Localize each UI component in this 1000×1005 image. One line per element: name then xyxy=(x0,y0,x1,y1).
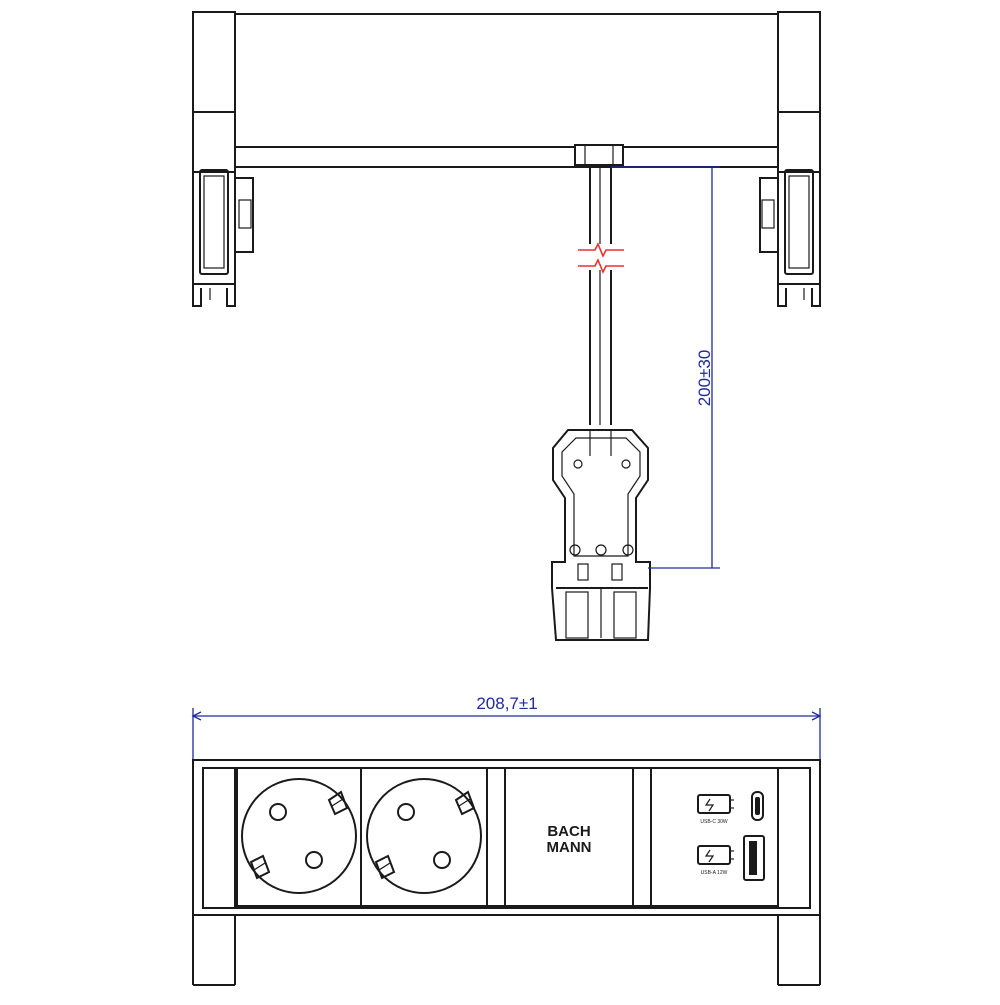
usb-a-charger: USB-A 12W xyxy=(697,835,765,881)
cable-length-label: 200±30 xyxy=(695,350,714,407)
top-view: 200±30 xyxy=(192,11,821,641)
usb-a-port-icon xyxy=(743,835,765,881)
usb-charge-icon xyxy=(697,845,731,865)
brand-logo: BACH MANN xyxy=(547,823,592,856)
left-mounting-bracket xyxy=(192,11,254,307)
width-dimension: 208,7±1 xyxy=(191,694,822,760)
right-mounting-bracket xyxy=(759,11,821,307)
brand-module: BACH MANN xyxy=(486,767,652,907)
power-socket-icon xyxy=(366,778,482,894)
power-socket-icon xyxy=(241,778,357,894)
usb-c-label: USB-C 30W xyxy=(700,819,728,825)
brand-line-2: MANN xyxy=(547,839,592,856)
front-view: 208,7±1 xyxy=(191,694,822,986)
power-socket-2 xyxy=(360,767,488,907)
connector-plug xyxy=(551,429,651,641)
usb-c-charger: USB-C 30W xyxy=(697,791,764,825)
overall-width-label: 208,7±1 xyxy=(476,694,537,713)
power-strip-body-side xyxy=(234,13,779,168)
brand-line-1: BACH xyxy=(547,823,590,840)
usb-charger-module: USB-C 30W USB-A 12W xyxy=(650,767,779,907)
front-housing xyxy=(192,759,821,916)
usb-a-label: USB-A 12W xyxy=(701,870,728,876)
usb-c-port-icon xyxy=(751,791,764,821)
power-socket-1 xyxy=(236,767,362,907)
power-cable xyxy=(578,165,624,425)
usb-charge-icon xyxy=(697,794,731,814)
cable-length-dimension: 200±30 xyxy=(611,166,720,569)
